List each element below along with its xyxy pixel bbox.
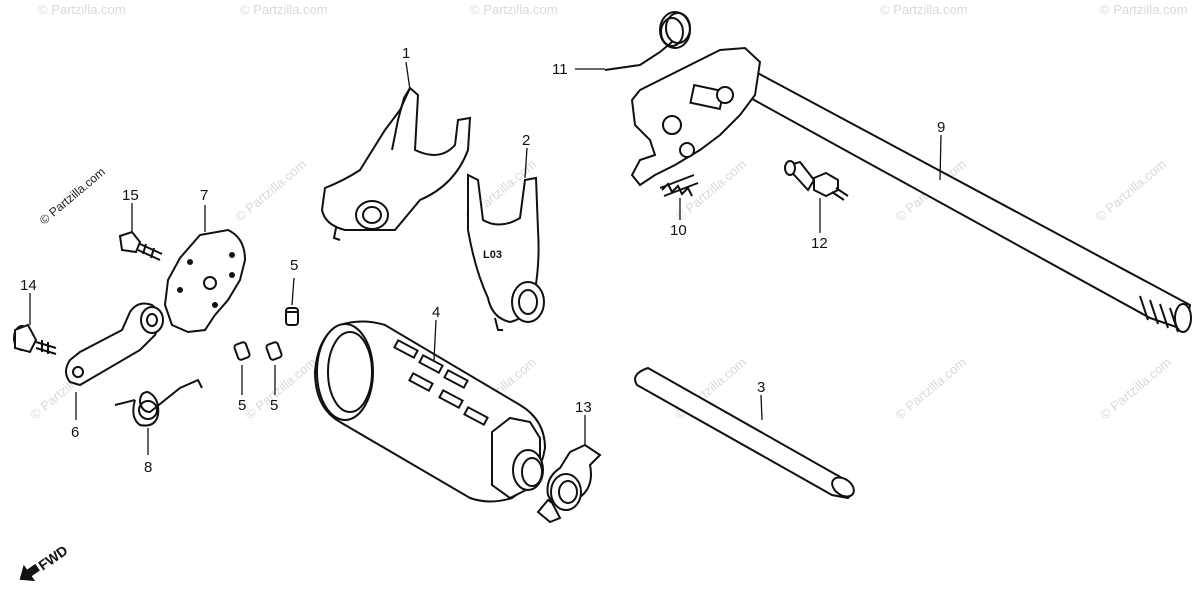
bolt-15[interactable] xyxy=(118,230,163,261)
callout-11: 11 xyxy=(552,61,568,78)
callout-5b: 5 xyxy=(238,397,246,414)
watermark: © Partzilla.com xyxy=(892,354,969,422)
dowel-pin-5b[interactable] xyxy=(233,341,251,361)
watermark: © Partzilla.com xyxy=(240,2,328,17)
watermark-side: © Partzilla.com xyxy=(37,165,108,228)
return-spring-8[interactable] xyxy=(114,378,203,427)
fork-shaft-3[interactable] xyxy=(634,366,857,500)
gearshift-spindle-9[interactable] xyxy=(630,46,1192,333)
callout-5c: 5 xyxy=(270,397,278,414)
watermark: © Partzilla.com xyxy=(1092,156,1169,224)
drum-stopper-plate-13[interactable] xyxy=(536,443,602,524)
callout-13: 13 xyxy=(575,399,592,416)
callout-8: 8 xyxy=(144,459,152,476)
callout-12: 12 xyxy=(811,235,828,252)
leader-lines xyxy=(29,61,942,455)
watermark: © Partzilla.com xyxy=(232,156,309,224)
callout-14: 14 xyxy=(20,277,37,294)
watermark: © Partzilla.com xyxy=(672,156,749,224)
callout-6: 6 xyxy=(71,424,79,441)
shift-drum-4[interactable] xyxy=(313,320,547,503)
bolt-14[interactable] xyxy=(13,323,57,355)
fwd-indicator: FWD xyxy=(19,542,71,582)
fwd-label: FWD xyxy=(35,542,70,573)
shift-fork-2[interactable]: L03 xyxy=(467,173,545,331)
shift-fork-1[interactable] xyxy=(320,86,472,241)
watermark: © Partzilla.com xyxy=(880,2,968,17)
callout-3: 3 xyxy=(757,379,765,396)
torsion-spring-11[interactable] xyxy=(604,11,691,71)
callout-7: 7 xyxy=(200,187,208,204)
fwd-arrow-icon xyxy=(19,563,40,582)
fork-marking: L03 xyxy=(483,249,502,261)
watermark: © Partzilla.com xyxy=(242,354,319,422)
stopper-arm-6[interactable] xyxy=(65,302,164,387)
watermark: © Partzilla.com xyxy=(38,2,126,17)
callout-4: 4 xyxy=(432,304,440,321)
callout-labels: 1 2 3 4 5 5 5 6 7 8 9 10 11 12 13 14 15 xyxy=(20,45,945,476)
callout-15: 15 xyxy=(122,187,139,204)
callout-9: 9 xyxy=(937,119,945,136)
pin-bolt-12[interactable] xyxy=(784,160,849,201)
small-spring-10[interactable] xyxy=(659,174,699,197)
callout-1: 1 xyxy=(402,45,410,62)
drum-plate-7[interactable] xyxy=(163,228,247,334)
watermark: © Partzilla.com xyxy=(470,2,558,17)
watermark: © Partzilla.com xyxy=(1100,2,1188,17)
dowel-pin-5c[interactable] xyxy=(265,341,283,361)
callout-10: 10 xyxy=(670,222,687,239)
dowel-pin-5a[interactable] xyxy=(285,307,299,326)
callout-5a: 5 xyxy=(290,257,298,274)
callout-2: 2 xyxy=(522,132,530,149)
watermark: © Partzilla.com xyxy=(1097,354,1174,422)
